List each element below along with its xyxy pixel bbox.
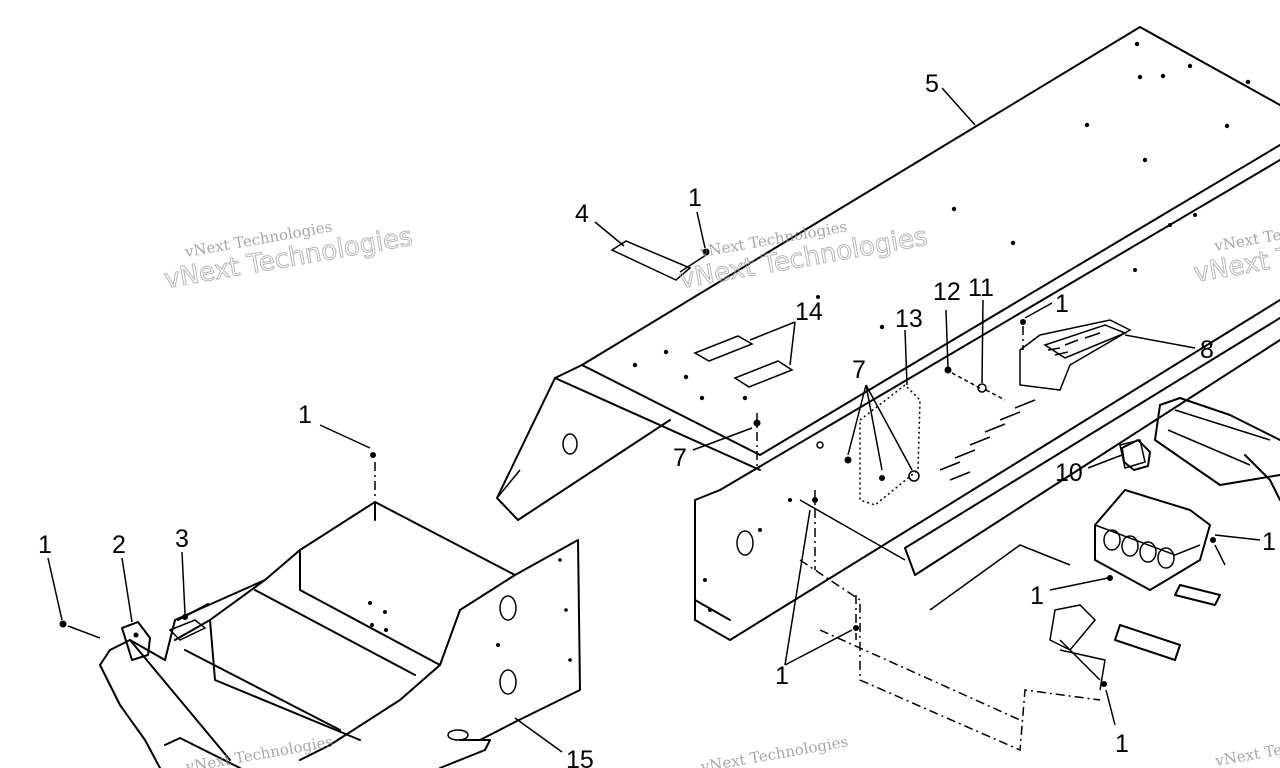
callout-7-mid: 7: [852, 356, 866, 384]
callout-1-bottom-right: 1: [1115, 730, 1129, 758]
callout-1-right-top: 1: [1055, 290, 1069, 318]
callout-14: 14: [795, 298, 823, 326]
callout-8: 8: [1200, 336, 1214, 364]
callout-5: 5: [925, 70, 939, 98]
callout-7-left: 7: [673, 444, 687, 472]
callout-1-edge: 1: [1262, 528, 1276, 556]
chassis-rail-part: [694, 159, 1280, 752]
callout-4: 4: [575, 200, 589, 228]
callout-1-top: 1: [688, 184, 702, 212]
callout-1-right-mid: 1: [1030, 582, 1044, 610]
callout-11: 11: [968, 274, 994, 302]
callout-12: 12: [933, 278, 961, 306]
watermarks: vNext Technologies vNext Technologies vN…: [162, 211, 1280, 768]
watermark-outline-text: vNext Technologies: [1192, 216, 1280, 289]
watermark-text: vNext Technologies: [1213, 726, 1280, 768]
engine-bracket-part: [1049, 397, 1280, 691]
callout-3: 3: [175, 525, 189, 553]
leader-lines: [47, 87, 1261, 753]
callout-1-left-center: 1: [298, 401, 312, 429]
callout-1-bottom-center: 1: [775, 662, 789, 690]
callout-10: 10: [1055, 459, 1083, 487]
callout-13: 13: [895, 305, 923, 333]
tunnel-cover-part: [496, 26, 1280, 521]
callout-15: 15: [566, 746, 594, 768]
front-bulkhead-part: [99, 501, 581, 768]
watermark-text: vNext Technologies: [699, 732, 850, 768]
callout-labels: 1 4 5 14 13 12 11 1 8 7 7 10 1 1 2 3 1 1…: [38, 70, 1276, 768]
callout-1-far-left: 1: [38, 531, 52, 559]
callout-2: 2: [112, 531, 126, 559]
